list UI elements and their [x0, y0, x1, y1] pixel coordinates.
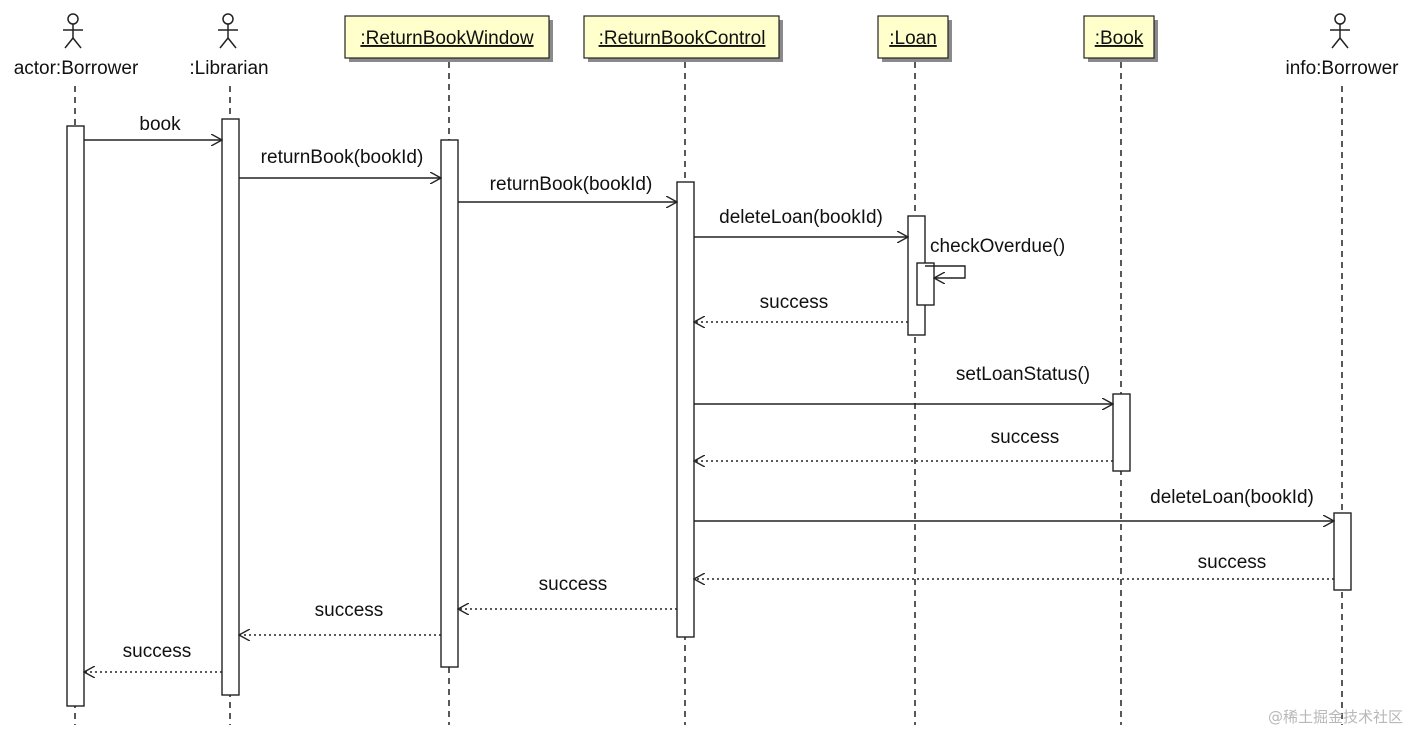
- object-book: :Book: [1083, 15, 1158, 62]
- message-label: success: [760, 292, 829, 313]
- message-label: book: [139, 114, 181, 135]
- message-label: returnBook(bookId): [490, 174, 653, 195]
- actor-librarian: :Librarian: [189, 13, 269, 79]
- participant-label: info:Borrower: [1286, 58, 1400, 79]
- message-label: success: [1198, 552, 1267, 573]
- message-success-librarian: success: [84, 641, 222, 672]
- stick-figure-icon: [218, 13, 238, 49]
- activation-loan-self: [916, 262, 935, 306]
- message-label: checkOverdue(): [930, 236, 1065, 257]
- activation-info-borrower: [1333, 512, 1352, 591]
- activation-book: [1112, 393, 1131, 472]
- message-label: success: [123, 641, 192, 662]
- participant-label: :Librarian: [189, 58, 268, 79]
- object-return-book-window: :ReturnBookWindow: [344, 15, 553, 62]
- participant-label: :Book: [1095, 28, 1144, 49]
- message-check-overdue: checkOverdue(): [925, 236, 1065, 278]
- message-label: returnBook(bookId): [261, 147, 424, 168]
- message-success-info-borrower: success: [694, 552, 1334, 579]
- stick-figure-icon: [1330, 13, 1350, 49]
- object-loan: :Loan: [877, 15, 952, 62]
- message-label: success: [315, 600, 384, 621]
- activation-actor-borrower: [66, 125, 85, 707]
- activations: [66, 118, 1352, 707]
- messages: book returnBook(bookId) returnBook(bookI…: [84, 114, 1334, 672]
- message-delete-loan-2: deleteLoan(bookId): [694, 487, 1334, 521]
- message-return-book-1: returnBook(bookId): [239, 147, 441, 178]
- message-success-book: success: [694, 427, 1113, 461]
- stick-figure-icon: [63, 13, 83, 49]
- actor-borrower: actor:Borrower: [14, 13, 139, 79]
- message-success-loan: success: [694, 292, 908, 322]
- watermark: @稀土掘金技术社区: [1267, 708, 1403, 726]
- participant-label: :ReturnBookControl: [599, 28, 766, 49]
- participant-label: actor:Borrower: [14, 58, 139, 79]
- actor-info-borrower: info:Borrower: [1286, 13, 1400, 79]
- activation-return-book-control: [676, 181, 695, 638]
- message-label: deleteLoan(bookId): [719, 207, 883, 228]
- message-success-window: success: [239, 600, 441, 635]
- message-label: success: [539, 574, 608, 595]
- participant-label: :ReturnBookWindow: [360, 28, 533, 49]
- participant-label: :Loan: [889, 28, 937, 49]
- message-return-book-2: returnBook(bookId): [458, 174, 677, 202]
- activation-librarian: [221, 118, 240, 696]
- activation-return-book-window: [440, 139, 459, 668]
- message-success-control: success: [458, 574, 677, 609]
- message-delete-loan-1: deleteLoan(bookId): [694, 207, 908, 237]
- message-label: deleteLoan(bookId): [1150, 487, 1314, 508]
- message-label: setLoanStatus(): [956, 364, 1090, 385]
- message-label: success: [991, 427, 1060, 448]
- message-book: book: [84, 114, 222, 140]
- message-set-loan-status: setLoanStatus(): [694, 364, 1113, 404]
- object-return-book-control: :ReturnBookControl: [583, 15, 783, 62]
